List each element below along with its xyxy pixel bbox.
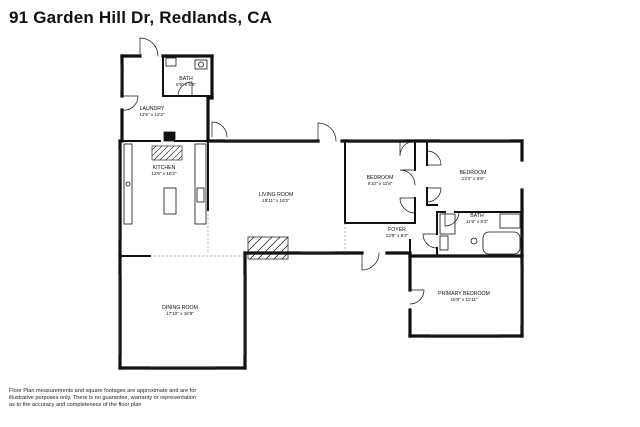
laundry-name: LAUNDRY <box>140 106 165 112</box>
page-title: 91 Garden Hill Dr, Redlands, CA <box>9 8 273 27</box>
disclaimer: Floor Plan measurements and square foota… <box>9 388 239 409</box>
primary-name: PRIMARY BEDROOM <box>438 291 490 297</box>
windows <box>118 64 524 370</box>
dining-name: DINING ROOM <box>162 305 198 311</box>
bath2-name: BATH <box>470 213 484 219</box>
disclaimer-line: Floor Plan measurements and square foota… <box>9 388 197 394</box>
bedroom2-name: BEDROOM <box>460 170 487 176</box>
exterior-walls <box>118 54 524 370</box>
living-dim: 18'11" x 16'2" <box>262 198 290 203</box>
kitchen-hatch <box>151 145 183 161</box>
bedroom1-name: BEDROOM <box>367 175 394 181</box>
bedroom2-dim: 13'4" x 9'9" <box>462 176 485 181</box>
open-boundaries <box>149 209 346 257</box>
kitchen-dim: 12'6" x 16'2" <box>151 171 177 176</box>
foyer-name: FOYER <box>388 227 406 233</box>
fixtures <box>123 57 521 255</box>
primary-dim: 15'8" x 11'11" <box>450 297 477 302</box>
laundry-dim: 12'5" x 12'2" <box>139 112 165 117</box>
doors <box>121 37 460 305</box>
bath2-dim: 11'6" x 6'2" <box>466 219 489 224</box>
disclaimer-line: as to the accuracy and completeness of t… <box>9 402 142 408</box>
disclaimer-line: illustrative purposes only. There is no … <box>9 395 196 401</box>
kitchen-name: KITCHEN <box>153 165 176 171</box>
bath1-name: BATH <box>179 76 193 82</box>
fireplace <box>247 236 289 260</box>
bedroom1-dim: 9'10" x 11'8" <box>368 181 393 186</box>
foyer-dim: 13'8" x 9'3" <box>386 233 409 238</box>
bath1-dim: 5'9" x 6'8" <box>176 82 196 87</box>
living-name: LIVING ROOM <box>259 192 294 198</box>
dining-dim: 17'10" x 16'8" <box>166 311 194 316</box>
interior-walls <box>121 55 523 257</box>
